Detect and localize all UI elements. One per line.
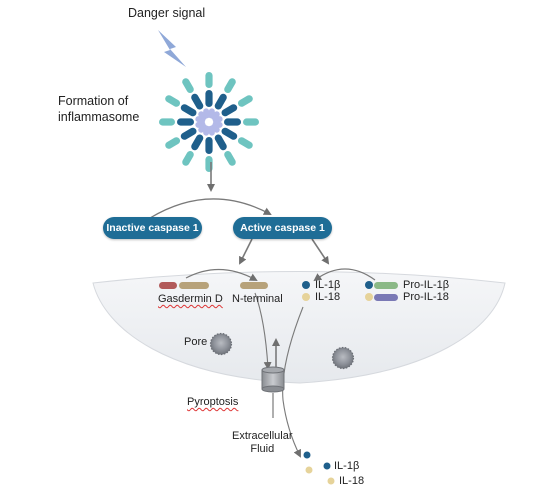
- membrane-pore-channel: [261, 366, 285, 393]
- arrow-nterminal-to-pore: [254, 292, 272, 370]
- pro-il1b-label: Pro-IL-1β: [403, 279, 450, 291]
- pro-il18-label: Pro-IL-18: [403, 291, 449, 303]
- out-il18-dot-2: [327, 477, 335, 485]
- arrow-gasdermin-to-nterminal: [185, 268, 258, 281]
- il18-dot: [302, 293, 310, 301]
- inflammasome-icon: [159, 72, 259, 172]
- pyroptosis-label: Pyroptosis: [187, 396, 239, 408]
- il18-label: IL-18: [315, 291, 341, 303]
- pore-sphere-left: [209, 332, 233, 356]
- out-il18-dot-1: [305, 466, 313, 474]
- arrow-to-n-terminal: [239, 238, 253, 265]
- n-terminal-molecule: [240, 282, 268, 289]
- gasdermin-d-molecule: [159, 282, 209, 289]
- pro-il18-molecule: [365, 293, 398, 301]
- out-il18-label: IL-18: [339, 475, 365, 487]
- out-il1b-dot-2: [323, 462, 331, 470]
- formation-of-inflammasome-label: Formation of inflammasome: [58, 94, 140, 124]
- pro-il1b-molecule: [365, 281, 398, 289]
- out-il1b-label: IL-1β: [334, 460, 360, 472]
- cell-body: [92, 271, 506, 384]
- arrow-to-il: [311, 238, 330, 265]
- pore-label: Pore: [184, 336, 208, 348]
- extracellular-fluid-label: Extracellular Fluid: [232, 430, 293, 455]
- il1b-dot: [302, 281, 310, 289]
- lightning-icon: [158, 30, 186, 67]
- gasdermin-d-label: Gasdermin D: [158, 293, 223, 305]
- n-terminal-label: N-terminal: [232, 293, 283, 305]
- inactive-caspase-1-badge: Inactive caspase 1: [103, 217, 202, 239]
- arrow-inactive-to-active: [149, 198, 272, 219]
- arrow-il-out-of-cell: [282, 306, 304, 458]
- danger-signal-label: Danger signal: [128, 6, 206, 20]
- il1b-label: IL-1β: [315, 279, 341, 291]
- active-caspase-1-badge: Active caspase 1: [233, 217, 332, 239]
- out-il1b-dot-1: [303, 451, 311, 459]
- pore-sphere-right: [331, 346, 355, 370]
- arrow-pro-il-to-il: [313, 268, 376, 282]
